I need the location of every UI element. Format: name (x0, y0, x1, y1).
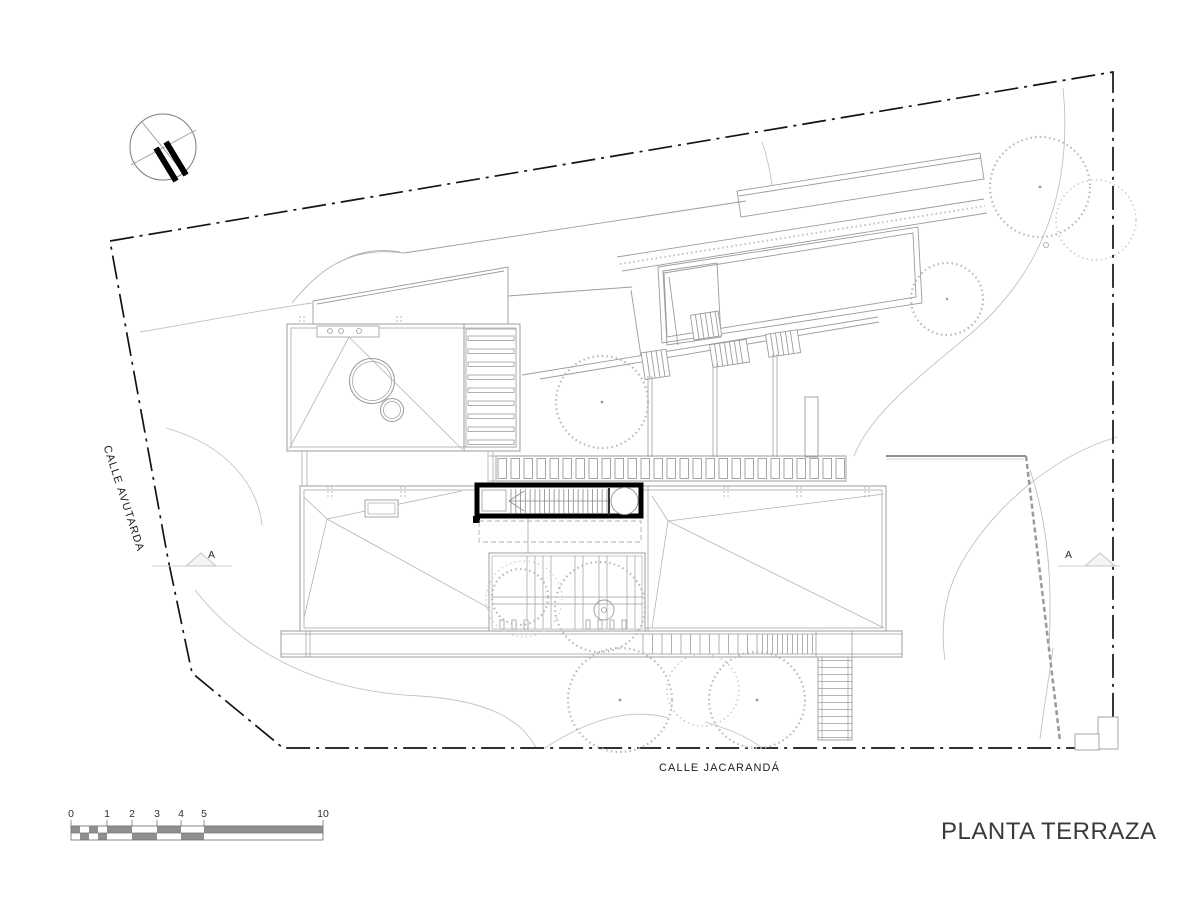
scale-label-2: 2 (129, 808, 135, 820)
street-label-jacaranda: CALLE JACARANDÁ (659, 762, 781, 774)
tree (566, 646, 674, 754)
skylight-small (380, 398, 404, 422)
pool-terrace (403, 152, 988, 380)
patio-deck (488, 552, 646, 633)
exterior-stair (817, 656, 853, 741)
section-label-left: A (208, 549, 216, 561)
scale-label-4: 4 (178, 808, 184, 820)
corner-wall-detail (1074, 716, 1119, 751)
tree (1055, 179, 1137, 261)
pool-outline (657, 226, 923, 344)
terrace-roof-bar (736, 152, 985, 218)
scale-bar (70, 820, 324, 841)
trees (485, 135, 1137, 754)
clerestory-wedge (291, 249, 633, 327)
sheet-title: PLANTA TERRAZA (941, 818, 1157, 845)
deck-table (593, 599, 615, 621)
section-label-right: A (1065, 549, 1073, 561)
tree (554, 354, 650, 450)
section-marker-right (1058, 552, 1120, 567)
scale-label-3: 3 (154, 808, 160, 820)
left-building (286, 316, 521, 486)
tree (909, 261, 985, 337)
section-marker-left (152, 552, 232, 567)
pool-side-room (662, 262, 722, 346)
scale-label-10: 10 (317, 808, 329, 820)
pergola-slats (489, 455, 847, 482)
terrain-contours (139, 87, 1118, 749)
tree (988, 135, 1092, 239)
walkway (280, 630, 903, 741)
garden-wall (804, 396, 819, 458)
scale-label-1: 1 (104, 808, 110, 820)
garden-dot (1043, 242, 1049, 248)
roof-skylight (364, 499, 399, 518)
stair-core (473, 482, 644, 543)
scale-label-5: 5 (201, 808, 207, 820)
tree (707, 650, 807, 750)
tree-centers (600, 185, 1042, 702)
stair-core-skylight (610, 487, 639, 515)
tree (490, 567, 550, 627)
vent-detail (316, 325, 380, 338)
north-arrow-icon (129, 113, 197, 183)
skylight-large (349, 358, 395, 404)
scale-label-0: 0 (68, 808, 74, 820)
tree (485, 560, 563, 638)
tree (553, 560, 647, 654)
tree (666, 653, 740, 727)
right-terrace (886, 455, 1062, 742)
garden-stairs (640, 310, 819, 458)
property-boundary (109, 70, 1114, 749)
